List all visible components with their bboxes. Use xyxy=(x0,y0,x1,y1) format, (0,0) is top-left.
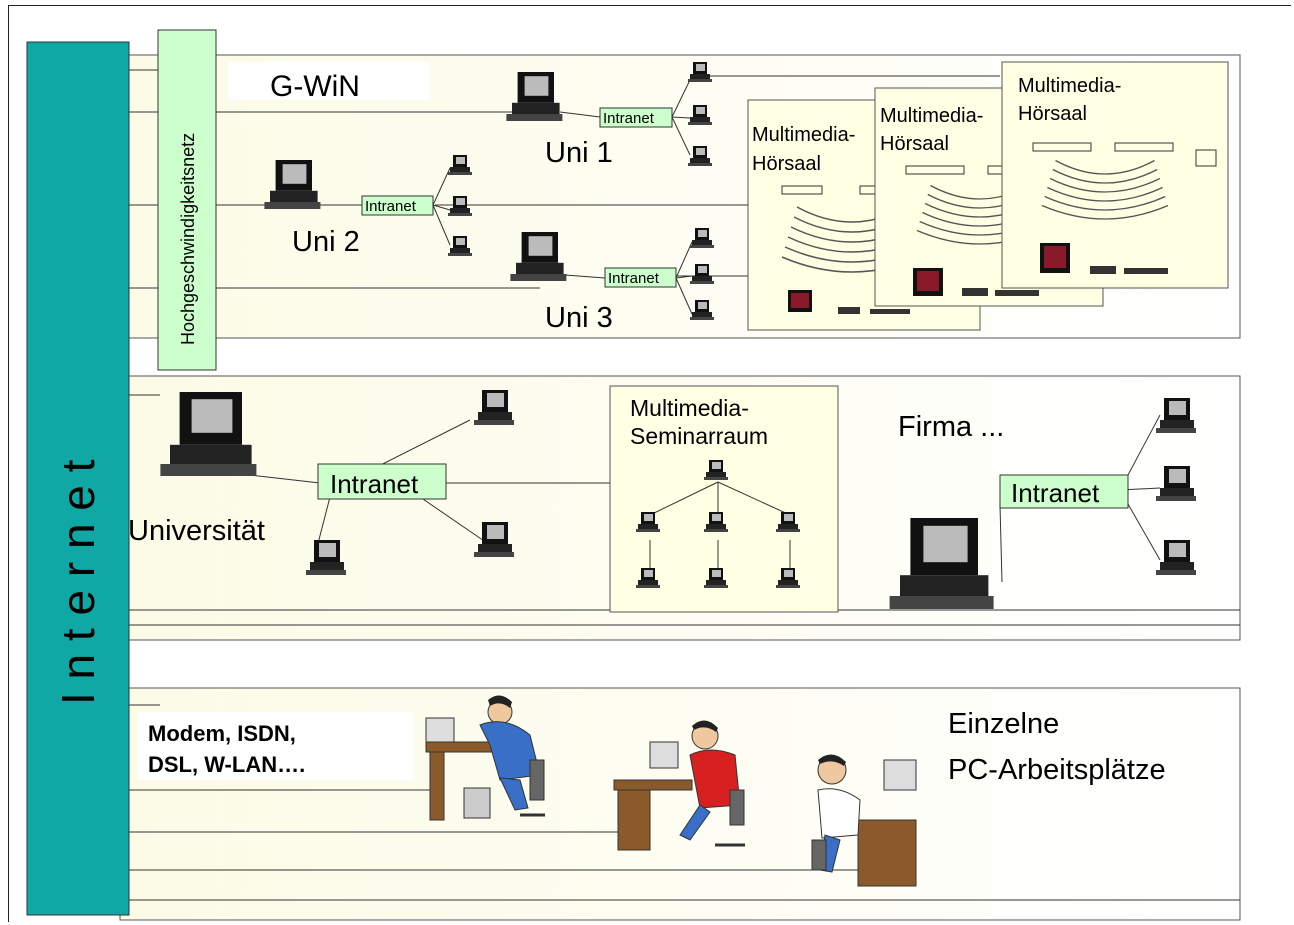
firma-intranet-box xyxy=(999,474,1129,509)
hoersaal-b-title1: Multimedia- xyxy=(880,105,983,127)
seminar-title1: Multimedia- xyxy=(630,395,749,421)
firma-label: Firma ... xyxy=(898,411,1004,443)
device-icon xyxy=(870,309,910,314)
gwin-title: G-WiN xyxy=(270,70,360,103)
hoersaal-a-title2: Hörsaal xyxy=(752,153,821,175)
uni3-label: Uni 3 xyxy=(545,302,613,334)
user-at-desk-icon xyxy=(811,754,917,887)
device-icon xyxy=(995,290,1039,296)
panel3-lines xyxy=(128,704,1240,901)
hoersaal-b-title2: Hörsaal xyxy=(880,133,949,155)
internet-bar xyxy=(26,41,130,916)
projector-icon xyxy=(838,307,860,314)
access-line1: Modem, ISDN, xyxy=(148,721,296,746)
universitaet-intranet-box xyxy=(317,463,447,500)
gwin-label-bg xyxy=(228,62,430,100)
board-icon xyxy=(905,165,965,175)
board-icon xyxy=(1114,142,1174,152)
device-icon xyxy=(1124,268,1168,274)
user-at-desk-icon xyxy=(425,695,545,821)
user-at-desk-icon xyxy=(613,720,745,851)
hoersaal-a-title1: Multimedia- xyxy=(752,124,855,146)
projector-icon xyxy=(962,288,988,296)
hoersaal-c xyxy=(1001,61,1229,289)
hoersaal-c-title1: Multimedia- xyxy=(1018,75,1121,97)
camera-icon xyxy=(1195,149,1217,167)
uni3-intranet-label: Intranet xyxy=(608,270,660,287)
access-label-bg xyxy=(138,712,414,780)
board-icon xyxy=(781,185,823,195)
backbone-label: Hochgeschwindigkeitsnetz xyxy=(178,133,198,345)
seminar-title2: Seminarraum xyxy=(630,423,768,449)
uni1-label: Uni 1 xyxy=(545,137,613,169)
universitaet-intranet-label: Intranet xyxy=(330,469,419,499)
universitaet-label: Universität xyxy=(128,515,265,547)
firma-intranet-label: Intranet xyxy=(1011,478,1100,508)
diagram-frame xyxy=(8,5,1291,922)
projector-icon xyxy=(1090,266,1116,274)
uni1-intranet-box xyxy=(599,107,673,128)
uni2-intranet-box xyxy=(361,195,434,216)
screen-icon xyxy=(1044,246,1066,268)
screen-icon xyxy=(917,271,939,291)
board-icon xyxy=(1032,142,1092,152)
access-line2: DSL, W-LAN…. xyxy=(148,752,305,777)
single-pc-line1: Einzelne xyxy=(948,708,1059,740)
uni3-intranet-box xyxy=(604,267,677,288)
internet-label: I n t e r n e t xyxy=(52,459,104,705)
hoersaal-c-title2: Hörsaal xyxy=(1018,103,1087,125)
uni2-intranet-label: Intranet xyxy=(365,198,417,215)
uni2-label: Uni 2 xyxy=(292,226,360,258)
backbone-bar xyxy=(157,29,217,371)
uni1-intranet-label: Intranet xyxy=(603,110,655,127)
single-pc-line2: PC-Arbeitsplätze xyxy=(948,754,1166,786)
screen-icon xyxy=(791,293,809,308)
